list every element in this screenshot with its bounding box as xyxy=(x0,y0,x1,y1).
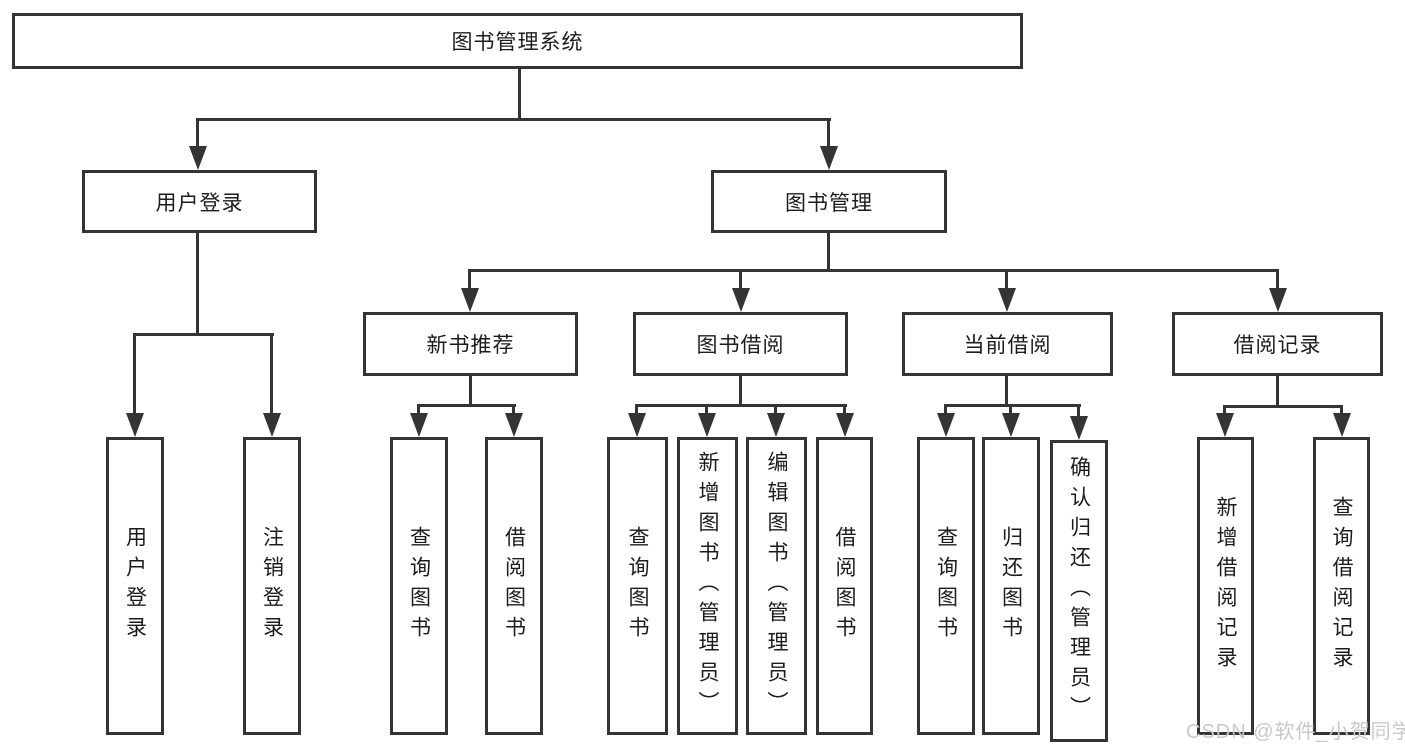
arrow-down-icon xyxy=(189,146,207,170)
connector-hline xyxy=(1223,405,1343,408)
leaf-confirm-return-admin: 确认归还（管理员） xyxy=(1050,440,1108,742)
arrow-down-icon xyxy=(1269,288,1287,312)
leaf-query-books-current: 查询图书 xyxy=(917,437,975,735)
connector-hline xyxy=(196,118,831,121)
connector-hline xyxy=(635,404,847,407)
arrow-down-icon xyxy=(998,288,1016,312)
connector-vline xyxy=(1077,404,1080,420)
arrow-down-icon xyxy=(732,288,750,312)
connector-vline xyxy=(512,404,515,418)
watermark: CSDN @软件_小贺同学 xyxy=(1186,721,1405,743)
arrow-down-icon xyxy=(410,413,428,437)
connector-vline xyxy=(827,233,830,271)
connector-vline xyxy=(944,404,947,418)
connector-vline xyxy=(417,404,420,418)
connector-vline xyxy=(739,376,742,407)
node-book-management: 图书管理 xyxy=(711,170,947,233)
node-book-borrow: 图书借阅 xyxy=(633,312,848,376)
leaf-add-books-admin: 新增图书（管理员） xyxy=(677,437,738,735)
connector-vline xyxy=(469,376,472,407)
connector-vline xyxy=(196,233,199,335)
arrow-down-icon xyxy=(461,288,479,312)
arrow-down-icon xyxy=(767,413,785,437)
connector-vline xyxy=(1223,405,1226,419)
arrow-down-icon xyxy=(505,413,523,437)
arrow-down-icon xyxy=(1333,413,1351,437)
leaf-borrow-books-recommend: 借阅图书 xyxy=(485,437,543,735)
connector-vline xyxy=(196,118,199,151)
leaf-query-books-recommend: 查询图书 xyxy=(390,437,448,735)
connector-vline xyxy=(1340,405,1343,419)
connector-vline xyxy=(133,333,136,418)
connector-vline xyxy=(1276,376,1279,408)
connector-vline xyxy=(1005,269,1008,292)
connector-vline xyxy=(468,269,471,292)
leaf-query-books-borrow: 查询图书 xyxy=(607,437,668,735)
connector-vline xyxy=(1005,376,1008,407)
node-new-book-recommend: 新书推荐 xyxy=(363,312,578,376)
leaf-borrow-books: 借阅图书 xyxy=(816,437,873,735)
leaf-logout: 注销登录 xyxy=(243,437,301,735)
connector-vline xyxy=(1009,404,1012,418)
connector-vline xyxy=(739,269,742,292)
node-user-login: 用户登录 xyxy=(82,170,317,233)
leaf-add-borrow-record: 新增借阅记录 xyxy=(1197,437,1254,735)
connector-vline xyxy=(270,333,273,418)
connector-vline xyxy=(843,404,846,418)
node-current-borrow: 当前借阅 xyxy=(902,312,1113,376)
arrow-down-icon xyxy=(937,413,955,437)
connector-vline xyxy=(827,118,830,151)
arrow-down-icon xyxy=(628,413,646,437)
arrow-down-icon xyxy=(698,413,716,437)
node-borrow-record: 借阅记录 xyxy=(1172,312,1383,376)
arrow-down-icon xyxy=(263,413,281,437)
arrow-down-icon xyxy=(1070,416,1088,440)
connector-vline xyxy=(1276,269,1279,292)
connector-hline xyxy=(417,404,516,407)
arrow-down-icon xyxy=(1216,413,1234,437)
arrow-down-icon xyxy=(820,146,838,170)
arrow-down-icon xyxy=(126,413,144,437)
node-root-library-system: 图书管理系统 xyxy=(12,13,1023,69)
leaf-return-books: 归还图书 xyxy=(982,437,1040,735)
leaf-query-borrow-record: 查询借阅记录 xyxy=(1313,437,1370,735)
leaf-user-login: 用户登录 xyxy=(106,437,164,735)
connector-hline xyxy=(944,404,1081,407)
arrow-down-icon xyxy=(1002,413,1020,437)
arrow-down-icon xyxy=(836,413,854,437)
connector-hline xyxy=(468,269,1279,272)
connector-vline xyxy=(705,404,708,418)
leaf-edit-books-admin: 编辑图书（管理员） xyxy=(746,437,807,735)
connector-vline xyxy=(774,404,777,418)
connector-vline xyxy=(518,69,521,120)
connector-vline xyxy=(635,404,638,418)
connector-hline xyxy=(133,333,274,336)
